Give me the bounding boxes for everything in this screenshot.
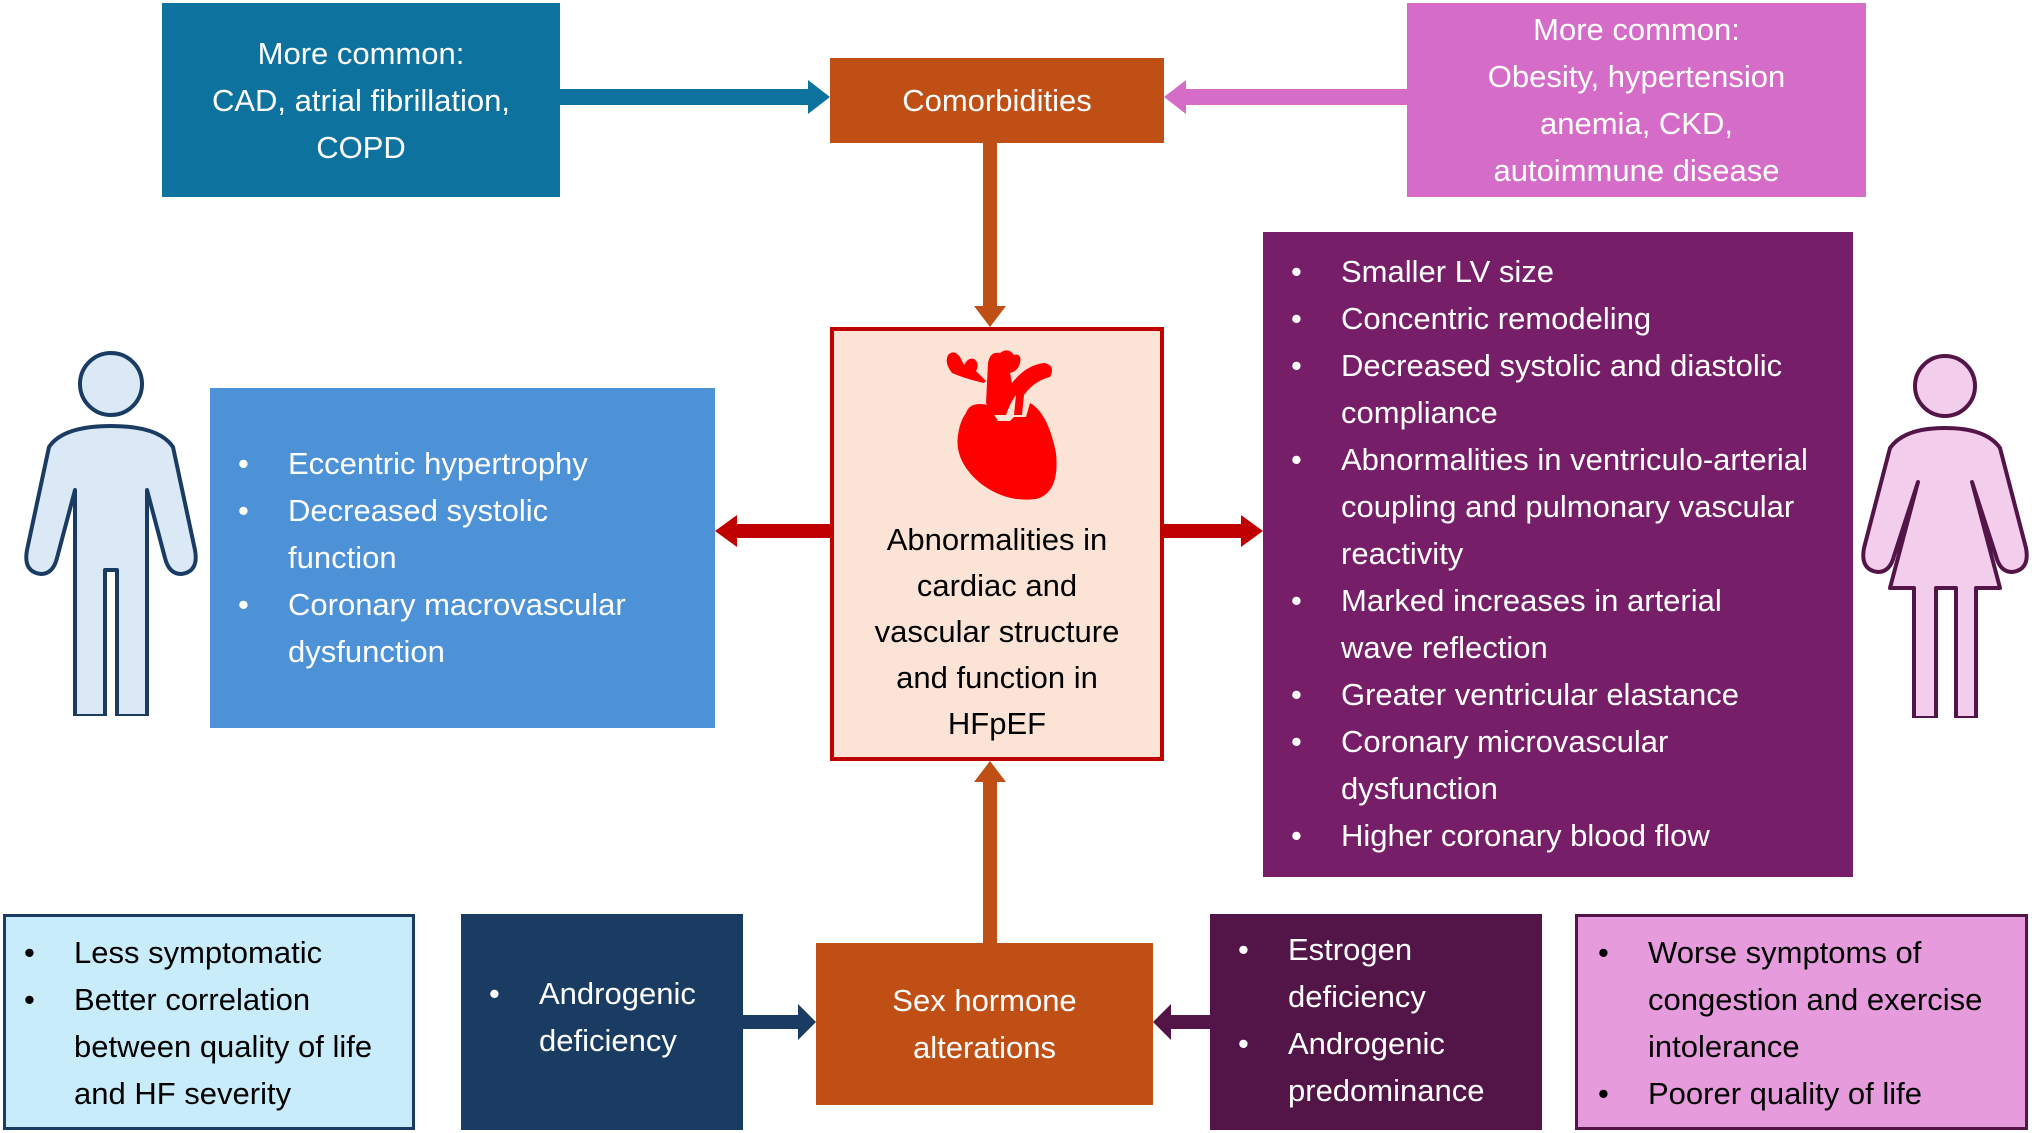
female-finding-item: Higher coronary blood flow xyxy=(1277,812,1843,859)
male-figure-icon xyxy=(24,351,198,716)
female-comorbidities-line: Obesity, hypertension xyxy=(1487,59,1786,94)
male-symptoms-box: Less symptomatic Better correlation betw… xyxy=(3,914,415,1130)
female-finding-item: Greater ventricular elastance xyxy=(1277,671,1843,718)
arrow-male-hormones xyxy=(743,1004,816,1040)
male-symptom-item: Better correlation between quality of li… xyxy=(10,976,404,1117)
comorbidities-node: Comorbidities xyxy=(830,58,1164,143)
male-symptom-item: Less symptomatic xyxy=(10,929,404,976)
female-finding-item: Coronary microvascular dysfunction xyxy=(1277,718,1741,812)
arrow-comorbidities-to-hfpef xyxy=(974,143,1006,327)
sex-hormone-node: Sex hormone alterations xyxy=(816,943,1153,1105)
female-figure-icon xyxy=(1861,354,2029,718)
female-symptom-item: Poorer quality of life xyxy=(1584,1070,2017,1117)
comorbidities-label: Comorbidities xyxy=(902,83,1092,118)
male-finding-item: Eccentric hypertrophy xyxy=(224,440,695,487)
heart-icon xyxy=(946,350,1057,500)
male-comorbidities-line: CAD, atrial fibrillation, xyxy=(211,82,511,118)
female-hormone-item: Androgenic predominance xyxy=(1224,1020,1528,1114)
arrow-female-hormones xyxy=(1153,1004,1210,1040)
male-findings-box: Eccentric hypertrophy Decreased systolic… xyxy=(210,388,715,728)
arrow-hfpef-to-male xyxy=(715,515,830,547)
arrow-female-comorbidities xyxy=(1164,80,1407,114)
hfpef-label: Abnormalities in cardiac and vascular st… xyxy=(874,522,1120,741)
male-finding-item: Decreased systolic function xyxy=(224,487,588,581)
male-comorbidities-box: More common: CAD, atrial fibrillation, C… xyxy=(162,3,560,197)
female-comorbidities-box: More common: Obesity, hypertension anemi… xyxy=(1407,3,1866,197)
male-hormone-item: Androgenic deficiency xyxy=(475,970,739,1064)
sex-hormone-label: Sex hormone alterations xyxy=(892,983,1077,1065)
female-finding-item: Smaller LV size xyxy=(1277,248,1843,295)
male-finding-item: Coronary macrovascular dysfunction xyxy=(224,581,708,675)
male-hormones-box: Androgenic deficiency xyxy=(461,914,743,1130)
female-findings-box: Smaller LV size Concentric remodeling De… xyxy=(1263,232,1853,877)
female-comorbidities-line: autoimmune disease xyxy=(1493,153,1780,188)
female-finding-item: Marked increases in arterial wave reflec… xyxy=(1277,577,1781,671)
female-hormones-box: Estrogen deficiency Androgenic predomina… xyxy=(1210,914,1542,1130)
arrow-hormones-to-hfpef xyxy=(974,761,1006,943)
female-comorbidities-line: More common: xyxy=(1533,12,1740,47)
female-finding-item: Decreased systolic and diastolic complia… xyxy=(1277,342,1841,436)
male-comorbidities-line: COPD xyxy=(316,129,406,165)
female-comorbidities-line: anemia, CKD, xyxy=(1540,106,1733,141)
arrow-hfpef-to-female xyxy=(1164,515,1263,547)
female-finding-item: Concentric remodeling xyxy=(1277,295,1843,342)
female-symptoms-box: Worse symptoms of congestion and exercis… xyxy=(1575,914,2028,1130)
female-symptom-item: Worse symptoms of congestion and exercis… xyxy=(1584,929,1998,1070)
male-comorbidities-line: More common: xyxy=(257,35,465,71)
female-finding-item: Abnormalities in ventriculo-arterial cou… xyxy=(1277,436,1821,577)
hfpef-abnormalities-box: Abnormalities in cardiac and vascular st… xyxy=(830,327,1164,761)
female-hormone-item: Estrogen deficiency xyxy=(1224,926,1488,1020)
arrow-male-comorbidities xyxy=(560,80,830,114)
